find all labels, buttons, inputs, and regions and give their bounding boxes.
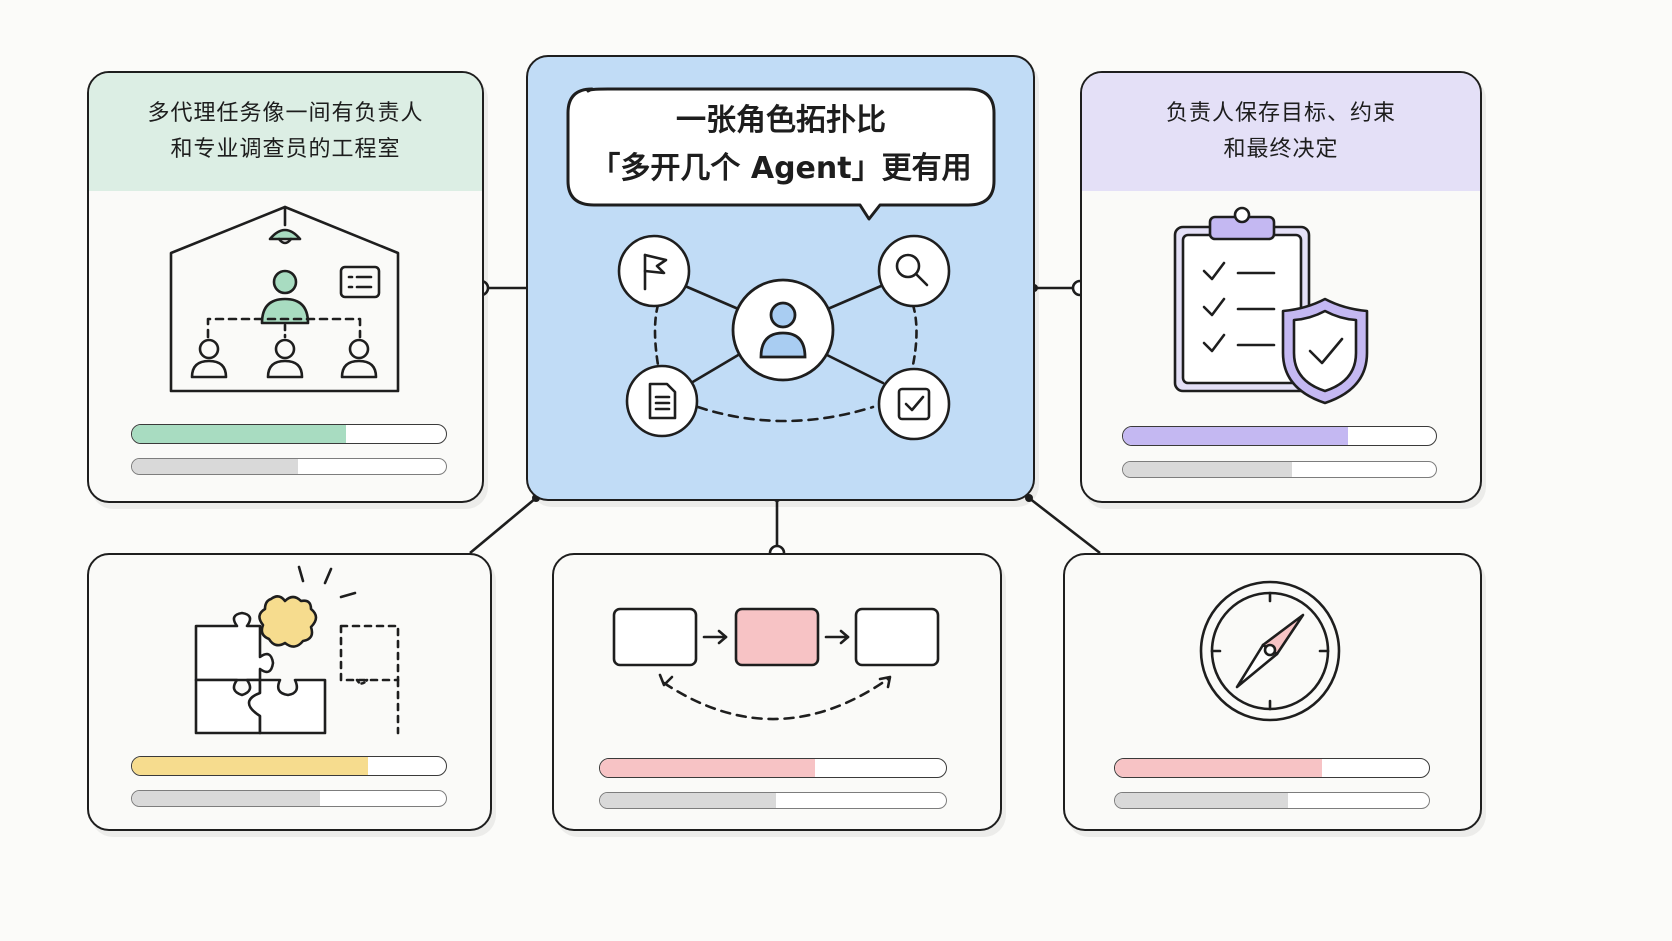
secondary-bar-lead [1122,461,1437,478]
card-workflow [552,553,1002,831]
progress-bar-team [131,424,447,444]
progress-bar-workflow [599,758,947,778]
progress-bar-lead [1122,426,1437,446]
card-role-topology: 一张角色拓扑比 「多开几个 Agent」更有用 [526,55,1035,501]
card-lead-decisions-header: 负责人保存目标、约束 和最终决定 [1082,73,1480,191]
card-team-room: 多代理任务像一间有负责人 和专业调查员的工程室 [87,71,484,503]
workflow-icon [612,607,940,721]
node-flag [617,234,691,308]
progress-fill-compass [1115,759,1323,777]
puzzle-icon [194,565,400,735]
speech-bubble [566,87,996,221]
clipboard-shield-icon [1173,206,1369,405]
card-team-room-header-line1: 多代理任务像一间有负责人 [147,101,424,126]
node-user [731,278,835,382]
secondary-fill-puzzle [132,791,321,806]
card-puzzle [87,553,492,831]
card-team-room-header: 多代理任务像一间有负责人 和专业调查员的工程室 [89,73,482,191]
card-compass [1063,553,1482,831]
card-lead-decisions-header-line1: 负责人保存目标、约束 [1165,101,1396,126]
compass-icon [1199,580,1341,722]
secondary-bar-team [131,458,447,475]
center-title-line2: 「多开几个 Agent」更有用 [590,151,972,186]
node-check [877,367,951,441]
center-title: 一张角色拓扑比 「多开几个 Agent」更有用 [568,97,994,193]
progress-fill-team [132,425,346,443]
card-team-room-header-line2: 和专业调查员的工程室 [170,137,401,162]
card-lead-decisions: 负责人保存目标、约束 和最终决定 [1080,71,1482,503]
progress-fill-lead [1123,427,1349,445]
node-search [877,234,951,308]
card-lead-decisions-header-line2: 和最终决定 [1223,137,1339,162]
node-document [625,364,699,438]
secondary-fill-team [132,459,299,474]
center-title-line1: 一张角色拓扑比 [676,103,886,138]
secondary-fill-lead [1123,462,1293,477]
secondary-bar-compass [1114,792,1430,809]
team-building-icon [169,205,400,393]
progress-fill-puzzle [132,757,368,775]
secondary-bar-puzzle [131,790,447,807]
progress-bar-puzzle [131,756,447,776]
secondary-fill-workflow [600,793,777,808]
progress-bar-compass [1114,758,1430,778]
topology-graph [617,234,951,441]
secondary-bar-workflow [599,792,947,809]
secondary-fill-compass [1115,793,1288,808]
progress-fill-workflow [600,759,815,777]
